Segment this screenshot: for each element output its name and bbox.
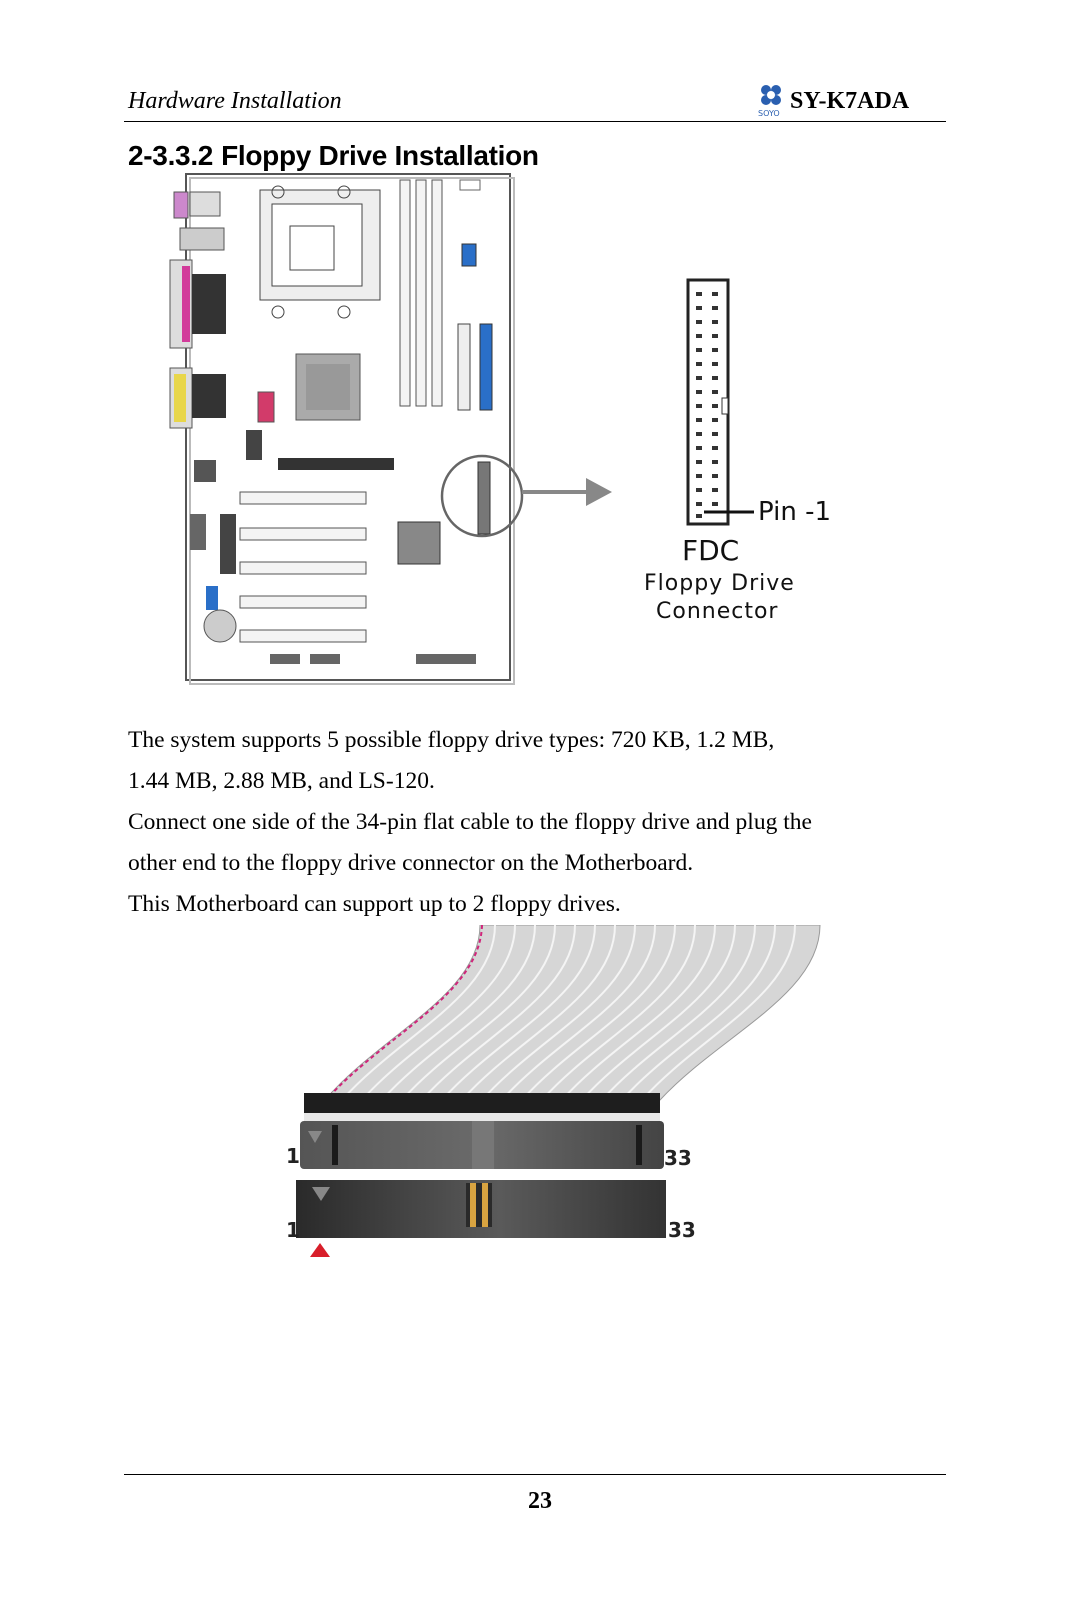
section-number: 2-3.3.2 bbox=[128, 140, 214, 171]
soyo-logo: SOYO bbox=[758, 85, 781, 118]
paragraph-1b: 1.44 MB, 2.88 MB, and LS-120. bbox=[128, 768, 435, 794]
section-heading: Floppy Drive Installation bbox=[221, 140, 539, 171]
footer-rule bbox=[124, 1474, 946, 1475]
pin-1-marker-icon bbox=[310, 1243, 330, 1257]
body-text: The system supports 5 possible floppy dr… bbox=[128, 720, 948, 925]
paragraph-3: This Motherboard can support up to 2 flo… bbox=[128, 891, 621, 917]
paragraph-2b: other end to the floppy drive connector … bbox=[128, 850, 694, 876]
bottom-pin-last: 33 bbox=[668, 1218, 696, 1242]
top-pin-last: 33 bbox=[664, 1146, 692, 1170]
connector-desc-1: Floppy Drive bbox=[644, 571, 795, 596]
header-rule bbox=[124, 121, 946, 122]
model-name: SY-K7ADA bbox=[790, 88, 910, 114]
page-number: 23 bbox=[528, 1488, 552, 1514]
top-pin-first: 1 bbox=[286, 1144, 300, 1168]
paragraph-1a: The system supports 5 possible floppy dr… bbox=[128, 727, 775, 753]
pin-label: Pin -1 bbox=[758, 497, 831, 527]
connector-name: FDC bbox=[682, 534, 739, 567]
logo-text: SOYO bbox=[758, 109, 780, 118]
ribbon-cable-diagram: 1 33 1 33 bbox=[286, 925, 821, 1257]
bottom-pin-first: 1 bbox=[286, 1218, 300, 1242]
running-header: Hardware Installation bbox=[128, 88, 342, 114]
motherboard-diagram: Pin -1 FDC Floppy Drive Connector bbox=[169, 173, 831, 685]
connector-desc-2: Connector bbox=[656, 599, 778, 624]
paragraph-2a: Connect one side of the 34-pin flat cabl… bbox=[128, 809, 812, 835]
